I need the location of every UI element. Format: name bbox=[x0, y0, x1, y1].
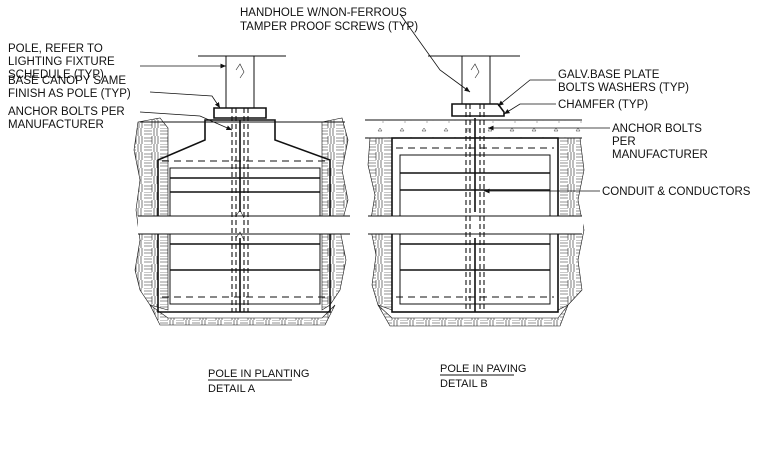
leader-lines bbox=[139, 13, 610, 194]
detail-a-title: POLE IN PLANTING bbox=[208, 368, 309, 380]
pole-ref-label-line2: LIGHTING FIXTURE bbox=[8, 56, 115, 68]
labels: HANDHOLE W/NON-FERROUS TAMPER PROOF SCRE… bbox=[8, 7, 751, 198]
paving-hatch-bottom bbox=[377, 304, 569, 327]
conduit-label: CONDUIT & CONDUCTORS bbox=[602, 186, 751, 198]
captions: POLE IN PLANTING DETAIL A POLE IN PAVING… bbox=[208, 363, 526, 395]
anchor-bolts-b-label-line1: ANCHOR BOLTS bbox=[612, 123, 702, 135]
anchor-bolts-a-label-line1: ANCHOR BOLTS PER bbox=[8, 106, 125, 118]
pole-ref-label-line1: POLE, REFER TO bbox=[8, 43, 103, 55]
anchor-bolts-b-label-line3: MANUFACTURER bbox=[612, 149, 708, 161]
anchor-bolts-b-label-line2: PER bbox=[612, 136, 636, 148]
soil-hatch-left bbox=[133, 117, 169, 311]
handhole-label-line2: TAMPER PROOF SCREWS (TYP) bbox=[240, 21, 418, 33]
detail-b-title: POLE IN PAVING bbox=[440, 363, 526, 375]
galv-base-label-line2: BOLTS WASHERS (TYP) bbox=[558, 82, 689, 94]
base-canopy-label-line2: FINISH AS POLE (TYP) bbox=[8, 88, 131, 100]
detail-a-graphic bbox=[133, 55, 353, 326]
detail-b-graphic bbox=[365, 55, 585, 327]
detail-b-subtitle: DETAIL B bbox=[440, 378, 488, 390]
anchor-bolts-a-label-line2: MANUFACTURER bbox=[8, 119, 104, 131]
detail-a-subtitle: DETAIL A bbox=[208, 383, 256, 395]
base-canopy-label-line1: BASE CANOPY SAME bbox=[8, 75, 126, 87]
handhole-label-line1: HANDHOLE W/NON-FERROUS bbox=[240, 7, 407, 19]
galv-base-label-line1: GALV.BASE PLATE bbox=[558, 69, 660, 81]
chamfer-label: CHAMFER (TYP) bbox=[558, 99, 648, 111]
soil-hatch-right bbox=[321, 117, 349, 311]
footing-a bbox=[157, 119, 331, 313]
soil-hatch-bottom bbox=[149, 304, 336, 326]
pole-ref-label-line3: SCHEDULE (TYP) bbox=[8, 69, 104, 81]
